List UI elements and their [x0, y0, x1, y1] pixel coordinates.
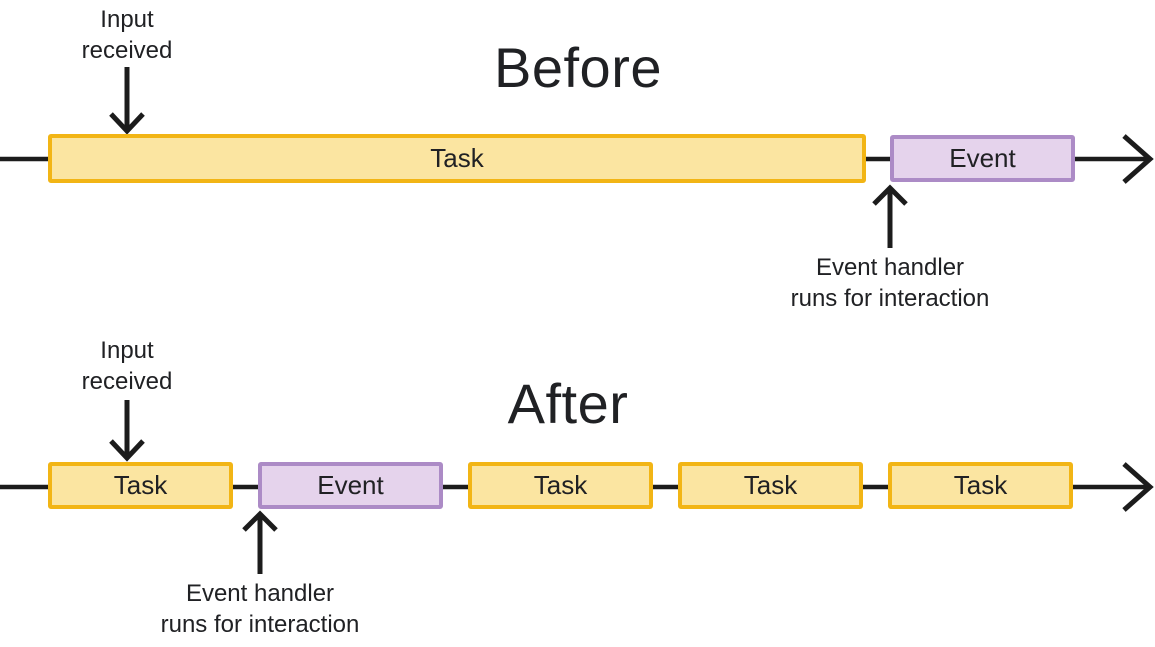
before-input-received-label: Input received: [81, 6, 173, 64]
after-timeline-arrowhead-icon: [1122, 462, 1154, 512]
before-task-bar: Task: [48, 134, 866, 183]
after-task-box-4: Task: [888, 462, 1073, 509]
after-task-3-label: Task: [743, 470, 798, 500]
before-task-label: Task: [430, 143, 484, 173]
after-handler-arrowhead-icon: [242, 510, 278, 532]
after-task-4-label: Task: [953, 470, 1008, 500]
before-event-label: Event: [949, 143, 1016, 173]
after-task-2-label: Task: [533, 470, 588, 500]
after-input-arrowhead-icon: [109, 439, 145, 462]
after-section-title: After: [507, 372, 629, 435]
after-event-box: Event: [258, 462, 443, 509]
before-event-box: Event: [890, 135, 1075, 182]
after-input-received-label: Input received: [81, 337, 173, 395]
after-event-label: Event: [317, 470, 384, 500]
after-event-handler-label: Event handler runs for interaction: [160, 580, 360, 638]
after-task-1-label: Task: [113, 470, 168, 500]
after-task-box-2: Task: [468, 462, 653, 509]
before-section-title: Before: [494, 36, 662, 99]
after-task-box-3: Task: [678, 462, 863, 509]
before-handler-arrowhead-icon: [872, 184, 908, 206]
after-task-box-1: Task: [48, 462, 233, 509]
before-event-handler-label: Event handler runs for interaction: [790, 254, 990, 312]
before-input-arrowhead-icon: [109, 112, 145, 135]
before-timeline-arrowhead-icon: [1122, 134, 1154, 184]
